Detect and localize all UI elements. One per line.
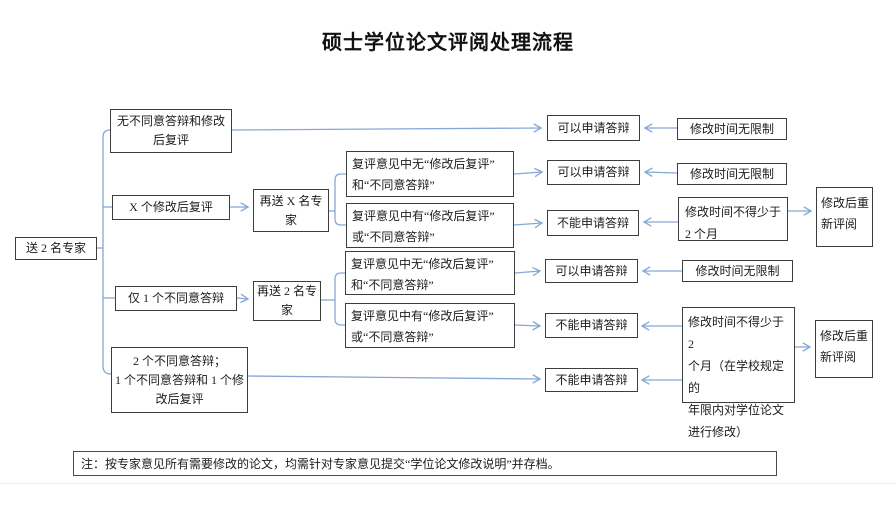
edge-r1-cB [334, 211, 346, 226]
node-label: 2 个不同意答辩； [132, 353, 226, 368]
node-label: 或“不同意答辩” [352, 230, 435, 244]
node-label: 可以申请答辩 [555, 263, 628, 278]
node-min-2-months-detail: 修改时间不得少于 2 个月（在学校规定的 年限内对学位论文 进行修改） [682, 307, 795, 439]
edge-cA-k2 [513, 167, 544, 178]
node-no-time-limit-1: 修改时间无限制 [677, 118, 787, 140]
node-min-2-months: 修改时间不得少于 2 个月 [678, 197, 788, 241]
node-label: 后复评 [152, 133, 189, 147]
node-label: 进行修改） [688, 425, 749, 439]
node-label: 可以申请答辩 [557, 120, 630, 135]
node-label: 修改后重 [821, 196, 870, 210]
node-label: X 个修改后复评 [129, 200, 213, 214]
page-divider [0, 483, 896, 484]
node-label: 家 [284, 212, 297, 227]
node-label: 和“不同意答辩” [352, 178, 435, 192]
node-rereview-no-negative-1: 复评意见中无“修改后复评” 和“不同意答辩” [346, 151, 514, 197]
node-label: 无不同意答辩和修改 [116, 114, 225, 128]
node-label: 不能申请答辩 [556, 215, 629, 230]
edge-b1-k1 [231, 123, 543, 133]
node-label: 修改时间无限制 [689, 121, 774, 136]
node-label: 修改后重 [820, 329, 869, 343]
node-label: 修改时间不得少于 2 [688, 315, 785, 351]
node-label: 年限内对学位论文 [688, 403, 785, 417]
node-label: 再送 2 名专 [256, 284, 317, 298]
node-label: 复评意见中无“修改后复评” [352, 157, 495, 171]
edge-b3-r2 [236, 293, 250, 304]
node-label: 新评阅 [821, 217, 858, 231]
node-rereview-no-negative-2: 复评意见中无“修改后复评” 和“不同意答辩” [345, 251, 515, 295]
node-label: 和“不同意答辩” [351, 278, 434, 292]
node-label: 个月（在学校规定的 [688, 359, 785, 395]
footnote: 注：按专家意见所有需要修改的论文，均需针对专家意见提交“学位论文修改说明”并存档… [73, 451, 777, 476]
edge-cC-k4 [514, 266, 542, 277]
node-label: 仅 1 个不同意答辩 [127, 291, 224, 305]
node-case-one-objection: 仅 1 个不同意答辩 [115, 286, 237, 311]
node-label: 修改时间不得少于 [685, 205, 782, 219]
node-label: 新评阅 [820, 350, 857, 364]
node-cannot-apply-defense-1: 不能申请答辩 [547, 210, 639, 236]
edge-cD-n5 [514, 320, 542, 331]
node-no-time-limit-3: 修改时间无限制 [682, 260, 793, 282]
node-label: 或“不同意答辩” [351, 330, 434, 344]
node-rereview-after-revision-2: 修改后重 新评阅 [815, 320, 873, 378]
node-can-apply-defense-2: 可以申请答辩 [547, 160, 640, 185]
edge-r2-cC [334, 272, 345, 300]
node-label: 修改时间无限制 [689, 166, 774, 181]
node-label: 复评意见中有“修改后复评” [352, 209, 495, 223]
node-rereview-has-negative-2: 复评意见中有“修改后复评” 或“不同意答辩” [345, 303, 515, 348]
edge-cB-n3 [513, 218, 544, 229]
node-label: 复评意见中无“修改后复评” [351, 257, 494, 271]
node-cannot-apply-defense-3: 不能申请答辩 [545, 368, 638, 392]
node-label: 修改时间无限制 [695, 263, 780, 278]
edge-r1-cA [334, 173, 346, 211]
node-label: 改后复评 [155, 391, 204, 406]
node-label: 1 个不同意答辩和 1 个修 [114, 372, 244, 387]
node-send-2-experts: 送 2 名专家 [15, 237, 97, 260]
node-label: 复评意见中有“修改后复评” [351, 309, 494, 323]
node-label: 不能申请答辩 [555, 318, 628, 332]
page-title: 硕士学位论文评阅处理流程 [322, 32, 574, 54]
node-cannot-apply-defense-2: 不能申请答辩 [545, 313, 638, 338]
node-label: 不能申请答辩 [555, 372, 628, 387]
node-label: 2 个月 [685, 227, 719, 241]
node-no-time-limit-2: 修改时间无限制 [677, 163, 787, 185]
node-label: 再送 X 名专 [259, 193, 323, 208]
edge-t2-k2 [643, 167, 678, 177]
node-resend-2-experts: 再送 2 名专 家 [253, 281, 321, 321]
node-case-no-objection: 无不同意答辩和修改 后复评 [110, 109, 232, 153]
node-case-x-revise-rereview: X 个修改后复评 [112, 195, 230, 220]
edge-r2-cD [334, 300, 345, 326]
node-resend-x-experts: 再送 X 名专 家 [253, 189, 329, 232]
node-can-apply-defense-3: 可以申请答辩 [545, 259, 638, 283]
node-label: 送 2 名专家 [25, 241, 86, 255]
node-rereview-has-negative-1: 复评意见中有“修改后复评” 或“不同意答辩” [346, 203, 514, 248]
node-label: 家 [280, 303, 293, 317]
footnote-text: 注：按专家意见所有需要修改的论文，均需针对专家意见提交“学位论文修改说明”并存档… [81, 457, 560, 471]
node-label: 可以申请答辩 [557, 165, 630, 179]
node-can-apply-defense-1: 可以申请答辩 [547, 115, 640, 141]
edge-trunk-vertical [102, 129, 112, 375]
node-rereview-after-revision-1: 修改后重 新评阅 [816, 187, 873, 247]
node-case-two-objections: 2 个不同意答辩； 1 个不同意答辩和 1 个修 改后复评 [111, 347, 248, 413]
edge-b4-n6 [247, 374, 542, 384]
